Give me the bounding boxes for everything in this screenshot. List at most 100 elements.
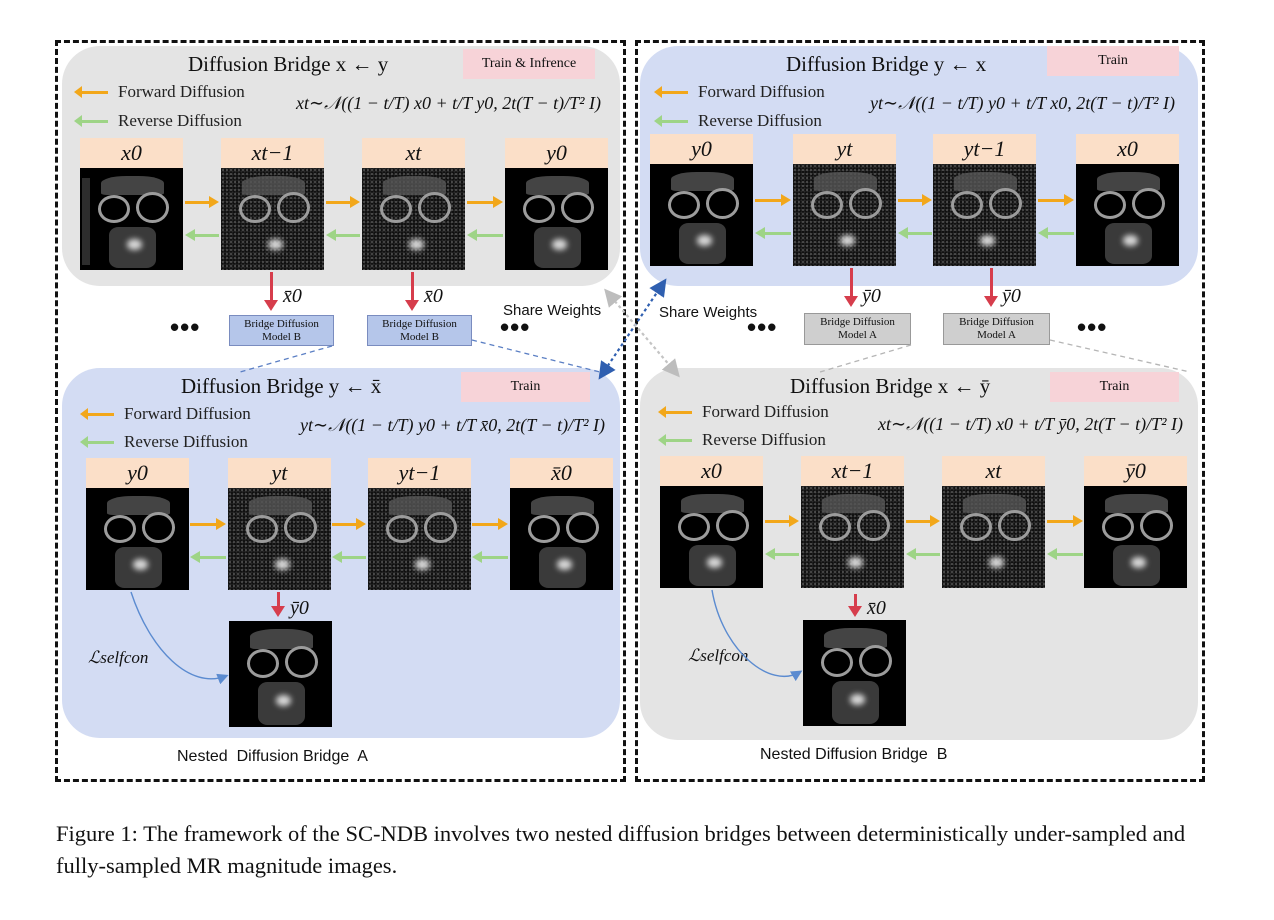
legend-reverse: Reverse Diffusion bbox=[658, 430, 826, 450]
figure-caption: Figure 1: The framework of the SC-NDB in… bbox=[56, 821, 1186, 878]
mri-image-noisy bbox=[221, 168, 324, 270]
panel-b-bottom-title: Diffusion Bridge x ← ȳ bbox=[790, 374, 991, 398]
mri-image-noisy bbox=[801, 486, 904, 588]
forward-arrow bbox=[906, 515, 940, 527]
reverse-arrow bbox=[326, 229, 360, 241]
reverse-arrow bbox=[185, 229, 219, 241]
legend-reverse-label: Reverse Diffusion bbox=[702, 430, 826, 449]
prediction-arrow bbox=[848, 594, 862, 617]
prediction-arrow bbox=[984, 268, 998, 307]
ellipsis: ••• bbox=[747, 312, 778, 342]
mri-image bbox=[1084, 486, 1187, 588]
panel-b-bottom-formula: xt∼𝒩((1 − t/T) x0 + t/T ȳ0, 2t(T − t)/T²… bbox=[878, 414, 1183, 434]
mri-image bbox=[1076, 164, 1179, 266]
mri-image bbox=[229, 621, 332, 727]
ellipsis: ••• bbox=[1077, 312, 1108, 342]
label-b-bottom-3: ȳ0 bbox=[1084, 456, 1187, 486]
forward-arrow bbox=[326, 196, 360, 208]
legend-forward-label: Forward Diffusion bbox=[124, 404, 251, 423]
prediction-arrow bbox=[271, 592, 285, 617]
pred-label-b-top-0: ȳ0 bbox=[862, 285, 881, 307]
legend-forward-label: Forward Diffusion bbox=[698, 82, 825, 101]
panel-a-bottom-tag: Train bbox=[461, 372, 590, 402]
section-b-caption: Nested Diffusion Bridge B bbox=[760, 746, 948, 763]
panel-a-bottom-title: Diffusion Bridge y ← x̄ bbox=[181, 374, 382, 398]
legend-reverse: Reverse Diffusion bbox=[80, 432, 248, 452]
panel-a-top-tag: Train & Infrence bbox=[463, 49, 595, 79]
ellipsis: ••• bbox=[500, 312, 531, 342]
share-weights-label: Share Weights bbox=[659, 304, 758, 321]
label-b-bottom-0: x0 bbox=[660, 456, 763, 486]
forward-arrow bbox=[1047, 515, 1083, 527]
nested-bridge-a-frame bbox=[55, 40, 626, 782]
mri-image-noisy bbox=[368, 488, 471, 590]
reverse-arrow bbox=[765, 548, 799, 560]
prediction-arrow bbox=[405, 272, 419, 311]
mri-image bbox=[86, 488, 189, 590]
pred-label-a-top-0: x̄0 bbox=[283, 285, 302, 307]
forward-arrow bbox=[898, 194, 932, 206]
mri-image bbox=[510, 488, 613, 590]
reverse-arrow bbox=[190, 551, 226, 563]
mri-image-noisy bbox=[793, 164, 896, 266]
forward-arrow bbox=[1038, 194, 1074, 206]
share-weights-label: Share Weights bbox=[503, 302, 602, 319]
pred-label-a-top-1: x̄0 bbox=[424, 285, 443, 307]
panel-a-top-formula: xt∼𝒩((1 − t/T) x0 + t/T y0, 2t(T − t)/T²… bbox=[296, 93, 601, 113]
panel-b-top-tag: Train bbox=[1047, 46, 1179, 76]
label-b-bottom-2: xt bbox=[942, 456, 1045, 486]
label-b-top-0: y0 bbox=[650, 134, 753, 164]
panel-a-bottom-formula: yt∼𝒩((1 − t/T) y0 + t/T x̄0, 2t(T − t)/T… bbox=[300, 415, 605, 435]
label-a-top-3: y0 bbox=[505, 138, 608, 168]
legend-forward: Forward Diffusion bbox=[654, 82, 825, 102]
model-b-box: Bridge Diffusion Model B bbox=[229, 315, 334, 346]
label-a-bottom-2: yt−1 bbox=[368, 458, 471, 488]
forward-arrow bbox=[332, 518, 366, 530]
legend-reverse: Reverse Diffusion bbox=[654, 111, 822, 131]
prediction-arrow bbox=[844, 268, 858, 307]
forward-arrow bbox=[467, 196, 503, 208]
mri-image-noisy bbox=[228, 488, 331, 590]
reverse-arrow bbox=[1038, 227, 1074, 239]
reverse-arrow bbox=[1047, 548, 1083, 560]
legend-forward: Forward Diffusion bbox=[80, 404, 251, 424]
reverse-arrow bbox=[472, 551, 508, 563]
reverse-arrow bbox=[755, 227, 791, 239]
legend-reverse-label: Reverse Diffusion bbox=[124, 432, 248, 451]
legend-reverse-label: Reverse Diffusion bbox=[698, 111, 822, 130]
forward-arrow bbox=[185, 196, 219, 208]
reverse-arrow bbox=[467, 229, 503, 241]
mri-image bbox=[660, 486, 763, 588]
panel-b-top-title: Diffusion Bridge y ← x bbox=[786, 52, 987, 76]
label-a-top-1: xt−1 bbox=[221, 138, 324, 168]
model-b-box: Bridge Diffusion Model B bbox=[367, 315, 472, 346]
nested-bridge-b-frame bbox=[635, 40, 1205, 782]
mri-image bbox=[803, 620, 906, 726]
forward-arrow bbox=[472, 518, 508, 530]
label-b-top-3: x0 bbox=[1076, 134, 1179, 164]
label-a-bottom-3: x̄0 bbox=[510, 458, 613, 488]
panel-b-top-formula: yt∼𝒩((1 − t/T) y0 + t/T x0, 2t(T − t)/T²… bbox=[870, 93, 1175, 113]
reverse-arrow bbox=[332, 551, 366, 563]
ellipsis: ••• bbox=[170, 312, 201, 342]
label-a-bottom-0: y0 bbox=[86, 458, 189, 488]
panel-a-top-title: Diffusion Bridge x ← y bbox=[188, 52, 389, 76]
label-a-bottom-1: yt bbox=[228, 458, 331, 488]
forward-arrow bbox=[765, 515, 799, 527]
reverse-arrow bbox=[906, 548, 940, 560]
label-b-top-2: yt−1 bbox=[933, 134, 1036, 164]
label-b-top-1: yt bbox=[793, 134, 896, 164]
forward-arrow bbox=[755, 194, 791, 206]
pred-label-a-bottom: ȳ0 bbox=[290, 597, 309, 619]
panel-b-bottom-tag: Train bbox=[1050, 372, 1179, 402]
pred-label-b-top-1: ȳ0 bbox=[1002, 285, 1021, 307]
mri-image-noisy bbox=[942, 486, 1045, 588]
loss-self-consistency-label: ℒselfcon bbox=[688, 646, 749, 665]
section-a-caption: Nested Diffusion Bridge A bbox=[177, 748, 368, 765]
pred-label-b-bottom: x̄0 bbox=[867, 597, 886, 619]
loss-self-consistency-label: ℒselfcon bbox=[88, 648, 149, 667]
legend-forward: Forward Diffusion bbox=[74, 82, 245, 102]
mri-image bbox=[650, 164, 753, 266]
mri-image-noisy bbox=[362, 168, 465, 270]
forward-arrow bbox=[190, 518, 226, 530]
